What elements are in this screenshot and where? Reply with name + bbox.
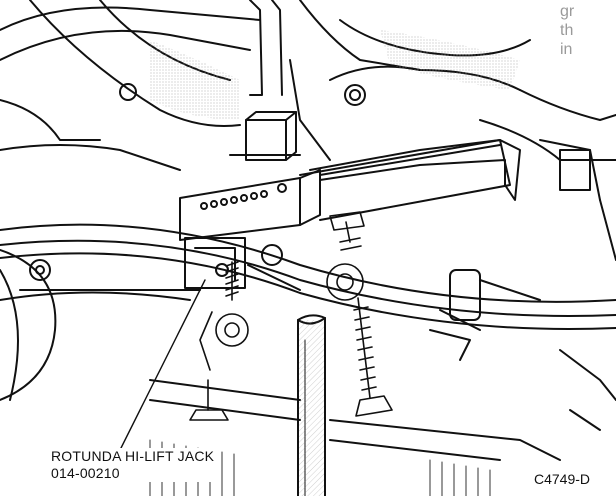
u-bolt-clamp (184, 237, 301, 291)
shock-absorber (429, 269, 541, 361)
header-line-2: th (560, 22, 574, 39)
header-line-3: in (560, 41, 573, 58)
tool-name: ROTUNDA HI-LIFT JACK (51, 448, 215, 464)
leaf-spring (0, 223, 616, 330)
tool-part-number: 014-00210 (51, 465, 120, 481)
left-screw (189, 261, 249, 421)
mounting-bracket (229, 0, 301, 161)
header-line-1: gr (560, 3, 575, 20)
partial-header-text: gr th in (560, 2, 616, 59)
cross-member-block (299, 139, 521, 221)
figure-id: C4749-D (532, 471, 593, 487)
upper-chassis (0, 0, 616, 201)
tool-callout-label: ROTUNDA HI-LIFT JACK 014-00210 (48, 448, 218, 482)
jack-adapter-plate (179, 169, 321, 241)
lower-frame (149, 199, 616, 461)
wheel-hub (0, 249, 57, 401)
callout-leader-line (119, 279, 206, 451)
right-screw (326, 211, 393, 417)
